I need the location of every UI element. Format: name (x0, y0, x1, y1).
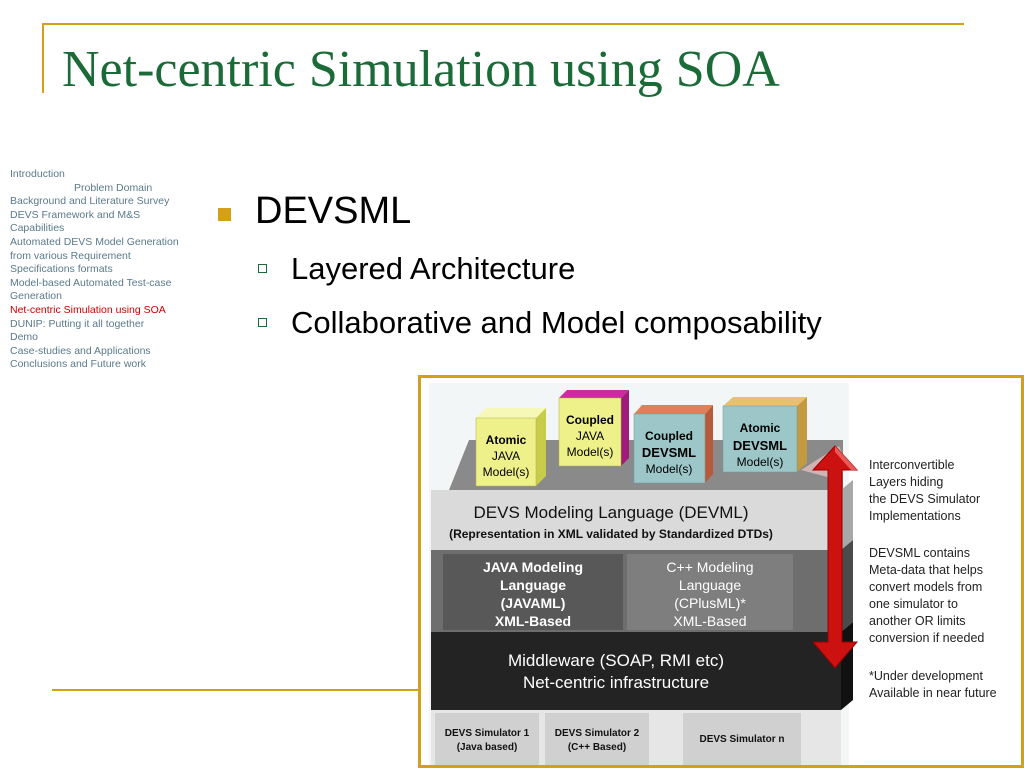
cplusml-l4: XML-Based (673, 613, 746, 629)
note2-l1: DEVSML contains (869, 546, 970, 560)
cplusml-l1: C++ Modeling (666, 559, 753, 575)
nav-item-problem-domain[interactable]: Problem Domain (74, 181, 153, 194)
sub-bullet-text: Collaborative and Model composability (291, 305, 822, 340)
box-atomic-java-l3: Model(s) (483, 465, 530, 479)
box-coupled-java: Coupled JAVA Model(s) (558, 390, 629, 467)
square-bullet-icon (218, 208, 231, 221)
box-coupled-devsml: Coupled DEVSML Model(s) (633, 405, 713, 484)
note2-l5: another OR limits (869, 614, 966, 628)
nav-item-automated-generation-cont2[interactable]: Specifications formats (10, 263, 113, 276)
box-coupled-java-l2: JAVA (576, 429, 604, 443)
sub-bullet-text: Layered Architecture (291, 251, 576, 286)
sim2-l1: DEVS Simulator 2 (555, 728, 640, 739)
note2-l4: one simulator to (869, 597, 958, 611)
box-coupled-java-l1: Coupled (566, 413, 614, 427)
hollow-square-bullet-icon (258, 318, 267, 327)
notes-devsml-metadata: DEVSML contains Meta-data that helps con… (869, 546, 984, 645)
box-coupled-devsml-l1: Coupled (645, 429, 693, 443)
sim2-l2: (C++ Based) (568, 742, 626, 753)
javaml-l1: JAVA Modeling (483, 559, 583, 575)
box-atomic-java: Atomic JAVA Model(s) (475, 408, 546, 487)
note1-l2: Layers hiding (869, 475, 943, 489)
note1-l4: Implementations (869, 509, 961, 523)
box-atomic-java-l2: JAVA (492, 449, 520, 463)
outline-nav: Introduction Problem Domain Background a… (10, 168, 210, 372)
sim1-l1: DEVS Simulator 1 (445, 728, 530, 739)
box-atomic-devsml-l2: DEVSML (733, 438, 787, 453)
box-coupled-java-l3: Model(s) (567, 445, 614, 459)
nav-item-introduction[interactable]: Introduction (10, 168, 65, 180)
note3-l2: Available in near future (869, 686, 997, 700)
nav-item-background[interactable]: Background and Literature Survey (10, 195, 170, 208)
nav-item-automated-generation[interactable]: Automated DEVS Model Generation (10, 235, 179, 248)
note2-l2: Meta-data that helps (869, 563, 983, 577)
note2-l6: conversion if needed (869, 631, 984, 645)
nav-item-case-studies[interactable]: Case-studies and Applications (10, 344, 151, 357)
simn-label: DEVS Simulator n (699, 734, 784, 745)
box-atomic-devsml: Atomic DEVSML Model(s) (722, 397, 807, 473)
sim1-l2: (Java based) (457, 742, 518, 753)
notes-under-development: *Under development Available in near fut… (869, 669, 997, 700)
javaml-l3: (JAVAML) (501, 595, 566, 611)
note3-l1: *Under development (869, 669, 983, 683)
note1-l1: Interconvertible (869, 458, 955, 472)
layer-devml-subtitle: (Representation in XML validated by Stan… (449, 527, 773, 541)
nav-item-devs-framework[interactable]: DEVS Framework and M&S (10, 208, 141, 221)
nav-item-test-case[interactable]: Model-based Automated Test-case (10, 276, 172, 289)
nav-item-conclusions[interactable]: Conclusions and Future work (10, 358, 146, 371)
title-rule-top (42, 23, 964, 25)
layer-devml: DEVS Modeling Language (DEVML) (Represen… (431, 480, 853, 550)
nav-item-demo[interactable]: Demo (10, 331, 39, 344)
bottom-rule (52, 689, 419, 691)
box-coupled-devsml-l2: DEVSML (642, 445, 696, 460)
cplusml-l2: Language (679, 577, 742, 593)
layer-simulators: DEVS Simulator 1 (Java based) DEVS Simul… (431, 710, 841, 765)
note2-l3: convert models from (869, 580, 982, 594)
layer-middleware: Middleware (SOAP, RMI etc) Net-centric i… (431, 622, 853, 710)
note1-l3: the DEVS Simulator (869, 492, 980, 506)
bullet-text: DEVSML (255, 190, 412, 232)
nav-item-net-centric[interactable]: Net-centric Simulation using SOA (10, 303, 166, 316)
box-atomic-devsml-l1: Atomic (740, 421, 781, 435)
middleware-l1: Middleware (SOAP, RMI etc) (508, 651, 724, 670)
nav-item-dunip[interactable]: DUNIP: Putting it all together (10, 317, 145, 330)
box-atomic-java-l1: Atomic (486, 433, 527, 447)
nav-item-devs-framework-cont[interactable]: Capabilities (10, 222, 65, 235)
notes-interconvertible: Interconvertible Layers hiding the DEVS … (869, 458, 980, 523)
javaml-l2: Language (500, 577, 566, 593)
middleware-l2: Net-centric infrastructure (523, 673, 709, 692)
box-atomic-devsml-l3: Model(s) (737, 455, 784, 469)
box-coupled-devsml-l3: Model(s) (646, 462, 693, 476)
double-arrow-icon (801, 445, 859, 669)
nav-item-automated-generation-cont[interactable]: from various Requirement (10, 249, 131, 262)
layer-modeling-languages: JAVA Modeling Language (JAVAML) XML-Base… (431, 540, 853, 632)
hollow-square-bullet-icon (258, 264, 267, 273)
slide-title: Net-centric Simulation using SOA (62, 41, 780, 98)
javaml-l4: XML-Based (495, 613, 571, 629)
title-rule-left (42, 23, 44, 93)
layer-devml-title: DEVS Modeling Language (DEVML) (474, 503, 749, 522)
architecture-diagram: Atomic JAVA Model(s) Coupled JAVA Model(… (418, 375, 1024, 768)
cplusml-l3: (CPlusML)* (674, 595, 746, 611)
nav-item-test-case-cont[interactable]: Generation (10, 290, 62, 303)
